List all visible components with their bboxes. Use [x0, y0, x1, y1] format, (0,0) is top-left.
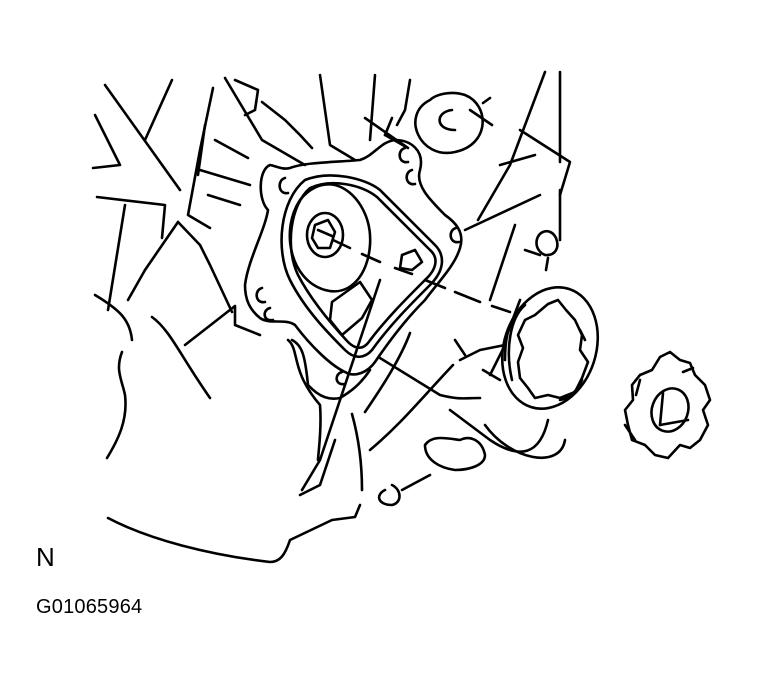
lower-housing	[93, 278, 567, 564]
oil-pump-body	[243, 138, 512, 386]
drive-rotor	[623, 350, 712, 460]
driven-rotor	[500, 286, 600, 410]
view-letter-label: N	[36, 542, 55, 572]
figure-code-label: G01065964	[36, 596, 143, 618]
housing-outline	[91, 70, 572, 342]
